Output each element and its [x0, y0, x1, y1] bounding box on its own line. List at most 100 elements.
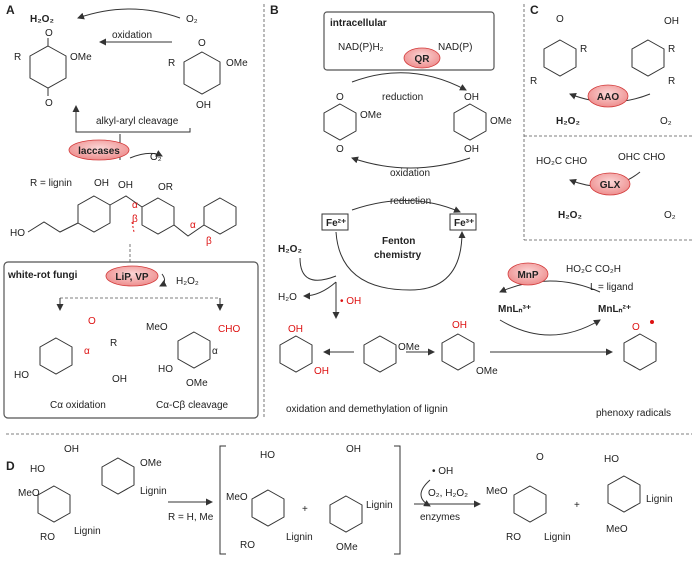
b-fe3-box [449, 213, 477, 231]
c-glx-pill [589, 172, 631, 196]
b-phenol-oh: OH [452, 320, 467, 331]
c-h2o2-1: H₂O₂ [556, 116, 580, 127]
c-alcohol-ring [631, 39, 665, 77]
b-qr-pill [403, 47, 441, 69]
a-cleavage-label: alkyl-aryl cleavage [96, 116, 179, 127]
c-h2o2-2: H₂O₂ [558, 210, 582, 221]
d-bracket-lignin-1: Lignin [286, 532, 313, 543]
c-aao-pill [587, 84, 629, 108]
d-ho: HO [30, 464, 45, 475]
a-ome-right: OMe [226, 58, 248, 69]
c-o2-1: O₂ [660, 116, 672, 127]
d-bracket-plus: + [302, 504, 308, 515]
a-cacb-ome: OMe [186, 378, 208, 389]
b-radical-o: O [632, 322, 640, 333]
d-ome-1: OMe [140, 458, 162, 469]
panel-d: D OH HO MeO RO Lignin OMe Lignin R = H, … [6, 444, 673, 555]
d-bracket-ome: OMe [336, 542, 358, 553]
b-reduction1-arrow [351, 72, 467, 91]
a-ca-ox-alpha: α [84, 346, 90, 357]
a-lignin-link2 [173, 224, 205, 237]
a-phenoxy-ring [183, 51, 221, 95]
d-product-lignin-1: Lignin [544, 532, 571, 543]
d-product-ring-1 [513, 485, 547, 523]
d-product-plus: + [574, 500, 580, 511]
b-fenton: Fenton [382, 236, 415, 247]
d-bracket-ring-2 [329, 495, 363, 533]
b-catechol-ring [279, 335, 313, 373]
a-alpha-2: α [190, 220, 196, 231]
a-beta-2: β [206, 236, 212, 247]
c-alcohol-r1: R [668, 44, 675, 55]
b-quinone-ring [323, 103, 357, 141]
c-alcohol-r2: R [668, 76, 675, 87]
a-oxidation-label: oxidation [112, 30, 152, 41]
d-aryl-ether-ring [101, 457, 135, 495]
b-quinone-o-top: O [336, 92, 344, 103]
b-radical-dot [650, 320, 654, 324]
a-lignin-oh2: OH [118, 180, 133, 191]
a-cacb-meo: MeO [146, 322, 168, 333]
a-quinone-ring [29, 45, 67, 89]
c-glx-ald: OHC CHO [618, 152, 665, 163]
a-lipvp-arrow [159, 273, 167, 287]
a-h2o2-b: H₂O₂ [176, 276, 199, 287]
a-ca-ox-o: O [88, 316, 96, 327]
d-oh: OH [64, 444, 79, 455]
b-ligand-acid: HO₂C CO₂H [566, 264, 621, 275]
d-ro: RO [40, 532, 55, 543]
b-fenton-cycle-arrow [335, 231, 466, 291]
d-product-meo: MeO [486, 486, 508, 497]
b-phenol-ring [441, 333, 475, 371]
a-lignin-oh1: OH [94, 178, 109, 189]
a-laccases-pill [68, 139, 130, 161]
a-lignin-ring2 [141, 197, 175, 235]
d-enzymes: enzymes [420, 512, 460, 523]
a-lignin-tail [27, 221, 79, 233]
d-product-ring-2 [607, 475, 641, 513]
c-o2-2: O₂ [664, 210, 676, 221]
panel-c-letter: C [530, 3, 539, 17]
a-h2o2-label: H₂O₂ [30, 14, 54, 25]
b-quinone-o-bottom: O [336, 144, 344, 155]
d-bracket-ring-1 [251, 489, 285, 527]
b-mnl2: MnLₙ²⁺ [598, 304, 631, 315]
b-fe2: Fe²⁺ [326, 218, 346, 229]
b-catechol-oh1: OH [288, 324, 303, 335]
d-lignin-2: Lignin [140, 486, 167, 497]
b-intracellular-label: intracellular [330, 18, 387, 29]
a-oxidation-arrow [77, 8, 181, 20]
b-hq-ome: OMe [490, 116, 512, 127]
a-r-left: R [14, 52, 21, 63]
a-lignin-ring3 [203, 197, 237, 235]
a-lignin-link1 [109, 195, 143, 208]
a-ca-ox-ring [39, 337, 73, 375]
a-lignin-or: OR [158, 182, 173, 193]
b-mnl3: MnLₙ³⁺ [498, 304, 531, 315]
a-o2-mid: O₂ [150, 152, 162, 163]
b-mnp-pill [507, 262, 549, 286]
a-quinone-o-top: O [45, 28, 53, 39]
a-quinone-o-bottom: O [45, 98, 53, 109]
b-catechol-oh2: OH [314, 366, 329, 377]
a-ca-ox-oh: OH [112, 374, 127, 385]
panel-b: B intracellular NAD(P)H₂ NAD(P) QR reduc… [270, 3, 671, 419]
c-glx-acid: HO₂C CHO [536, 156, 587, 167]
d-oh-radical: • OH [432, 466, 453, 477]
d-bracket-right [394, 445, 401, 555]
b-demeth-label: oxidation and demethylation of lignin [286, 404, 448, 415]
b-h2o2-curve [299, 257, 337, 281]
d-bracket-oh: OH [346, 444, 361, 455]
a-cleavage-mark [131, 221, 135, 233]
b-oxidation-arrow [351, 156, 471, 169]
b-ligand-def: L = ligand [590, 282, 633, 293]
a-beta-1: β [132, 214, 138, 225]
b-h2o: H₂O [278, 292, 297, 303]
d-bracket-left [219, 445, 226, 555]
a-phenoxy-o: O [198, 38, 206, 49]
b-hydroquinone-ring [453, 103, 487, 141]
d-bracket-ro: RO [240, 540, 255, 551]
a-cacb-cho: CHO [218, 324, 240, 335]
b-hq-oh-top: OH [464, 92, 479, 103]
